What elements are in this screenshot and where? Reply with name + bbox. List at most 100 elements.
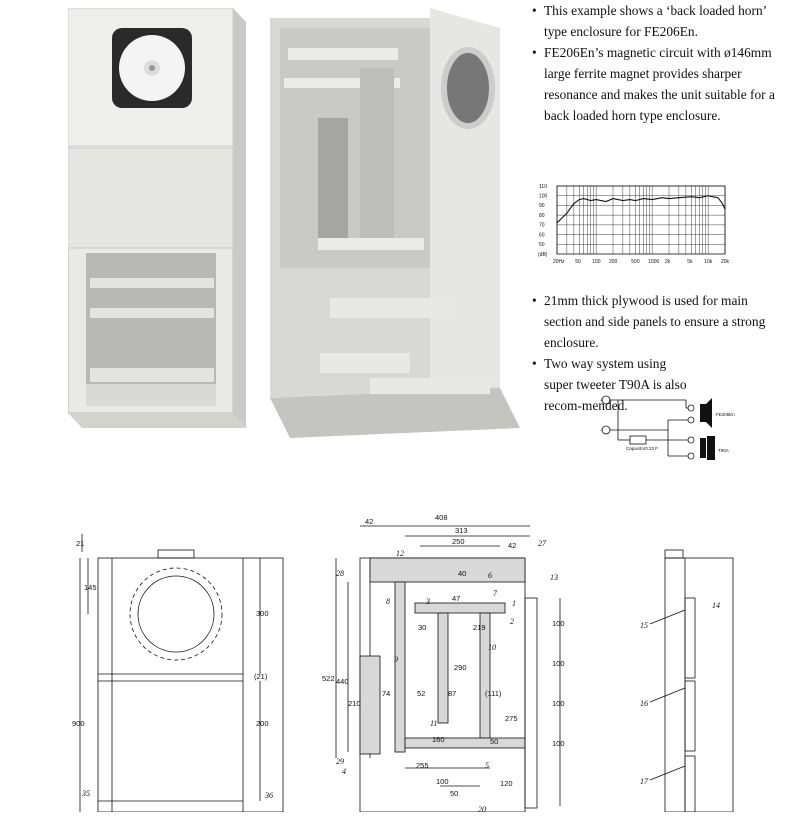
bullet-two-way: Two way system using super tweeter T90A …: [532, 353, 694, 416]
dim-front-300: 300: [256, 609, 269, 618]
dim-47: 47: [452, 594, 460, 603]
chart-y-tick: 80: [539, 213, 545, 219]
chart-y-tick: 60: [539, 232, 545, 238]
dim-front-200: 200: [256, 719, 269, 728]
capacitor-label: Capacitor0.22 F: [626, 446, 658, 451]
chart-x-tick: 5k: [687, 259, 693, 265]
label-35: 35: [81, 789, 90, 798]
enclosure-open-photo: [270, 8, 525, 440]
tweeter-label: T90A: [718, 448, 729, 453]
chart-x-tick: 2k: [665, 259, 671, 265]
front-view-outline: [97, 557, 284, 813]
chart-series-line: [556, 195, 726, 224]
label-14: 14: [712, 601, 720, 610]
label-28: 28: [336, 569, 344, 578]
label-10: 10: [488, 643, 496, 652]
front-view-dimensions: 21 145 300 (21) 200 900 35 36: [72, 539, 273, 800]
dim-50-b: 50: [450, 789, 458, 798]
description-bullets-top: This example shows a ‘back loaded horn’ …: [532, 0, 782, 126]
drawings-svg: 21 145 300 (21) 200 900 35 36 42 408 313…: [72, 513, 734, 814]
tweeter-icon: [700, 438, 706, 458]
chart-y-tick: 50: [539, 242, 545, 248]
dim-front-21: 21: [76, 539, 84, 548]
label-2: 2: [510, 617, 514, 626]
dim-313: 313: [455, 526, 468, 535]
chart-y-tick: 70: [539, 223, 545, 229]
chart-y-tick: 100: [539, 194, 548, 200]
bullet-magnetic-circuit: FE206En’s magnetic circuit with ø146mm l…: [532, 42, 782, 126]
label-4: 4: [342, 767, 346, 776]
label-17: 17: [640, 777, 649, 786]
chart-x-tick: 20Hz: [553, 259, 565, 265]
dim-408: 408: [435, 513, 448, 522]
chart-x-tick: 10k: [704, 259, 713, 265]
enclosure-closed-illustration: [67, 7, 246, 428]
dim-40: 40: [458, 569, 466, 578]
chart-x-tick: 50: [575, 259, 581, 265]
enclosure-closed-photo: [67, 7, 248, 436]
dim-front-145: 145: [84, 583, 97, 592]
chart-x-tick: 100: [592, 259, 601, 265]
chart-y-unit: (dB): [538, 252, 548, 258]
dim-50-a: 50: [490, 737, 498, 746]
dim-290: 290: [454, 663, 467, 672]
label-27: 27: [538, 539, 547, 548]
dim-front-900: 900: [72, 719, 85, 728]
chart-x-tick: 1000: [648, 259, 659, 265]
chart-x-tick: 20k: [721, 259, 730, 265]
dim-522: 522: [322, 674, 335, 683]
bullet-plywood: 21mm thick plywood is used for main sect…: [532, 290, 782, 353]
label-8: 8: [386, 597, 390, 606]
dim-275: 275: [505, 714, 518, 723]
dim-30: 30: [418, 623, 426, 632]
dim-255: 255: [416, 761, 429, 770]
wiring-diagram: + − FE206En T90A Capacitor0.22 F: [598, 394, 748, 470]
dim-100-4: 100: [552, 739, 565, 748]
chart-frame: [556, 185, 726, 255]
dim-74: 74: [382, 689, 390, 698]
description-bullets-bottom: 21mm thick plywood is used for main sect…: [532, 290, 782, 416]
frequency-response-svg: 110 100 90 80 70 60 50 (dB) 20Hz 50 100 200 500 1000 2…: [538, 184, 730, 265]
dim-front-21-paren: (21): [254, 672, 268, 681]
chart-y-tick: 90: [539, 203, 545, 209]
woofer-label: FE206En: [716, 412, 735, 417]
label-16: 16: [640, 699, 648, 708]
chart-y-tick: 110: [539, 184, 547, 190]
label-12: 12: [396, 549, 404, 558]
dim-210: 210: [348, 699, 361, 708]
section-view-dimensions: 42 408 313 250 42 40 47 30 219 290 74 52…: [322, 513, 565, 814]
dim-160: 160: [432, 735, 445, 744]
label-29: 29: [336, 757, 344, 766]
dim-250: 250: [452, 537, 465, 546]
label-11: 11: [430, 719, 437, 728]
label-20: 20: [478, 805, 486, 812]
dim-100: 100: [436, 777, 449, 786]
dim-100-2: 100: [552, 659, 565, 668]
dim-440: 440: [336, 677, 349, 686]
label-1: 1: [512, 599, 516, 608]
technical-drawings: 21 145 300 (21) 200 900 35 36 42 408 313…: [60, 506, 792, 814]
chart-x-tick: 200: [609, 259, 618, 265]
chart-x-tick: 500: [631, 259, 640, 265]
woofer-icon: [700, 398, 712, 428]
wiring-diagram-svg: + − FE206En T90A Capacitor0.22 F: [600, 395, 735, 460]
dim-42-top: 42: [365, 517, 373, 526]
dim-111: (111): [485, 689, 502, 698]
label-7: 7: [493, 589, 498, 598]
side-view-outline: [664, 557, 734, 813]
dim-219: 219: [473, 623, 486, 632]
dim-87: 87: [448, 689, 456, 698]
label-3: 3: [425, 597, 430, 606]
side-view-labels: 14 15 16 17: [640, 601, 720, 786]
terminal-minus: −: [600, 428, 603, 433]
label-6: 6: [488, 571, 492, 580]
dim-100-1: 100: [552, 619, 565, 628]
label-13: 13: [550, 573, 558, 582]
frequency-response-chart: 110 100 90 80 70 60 50 (dB) 20Hz 50 100 200 500 1000 2…: [537, 180, 733, 276]
label-15: 15: [640, 621, 648, 630]
dim-120: 120: [500, 779, 513, 788]
enclosure-open-illustration: [270, 8, 520, 438]
terminal-plus: +: [600, 398, 603, 403]
label-9: 9: [394, 655, 398, 664]
bullet-enclosure-type: This example shows a ‘back loaded horn’ …: [532, 0, 782, 42]
